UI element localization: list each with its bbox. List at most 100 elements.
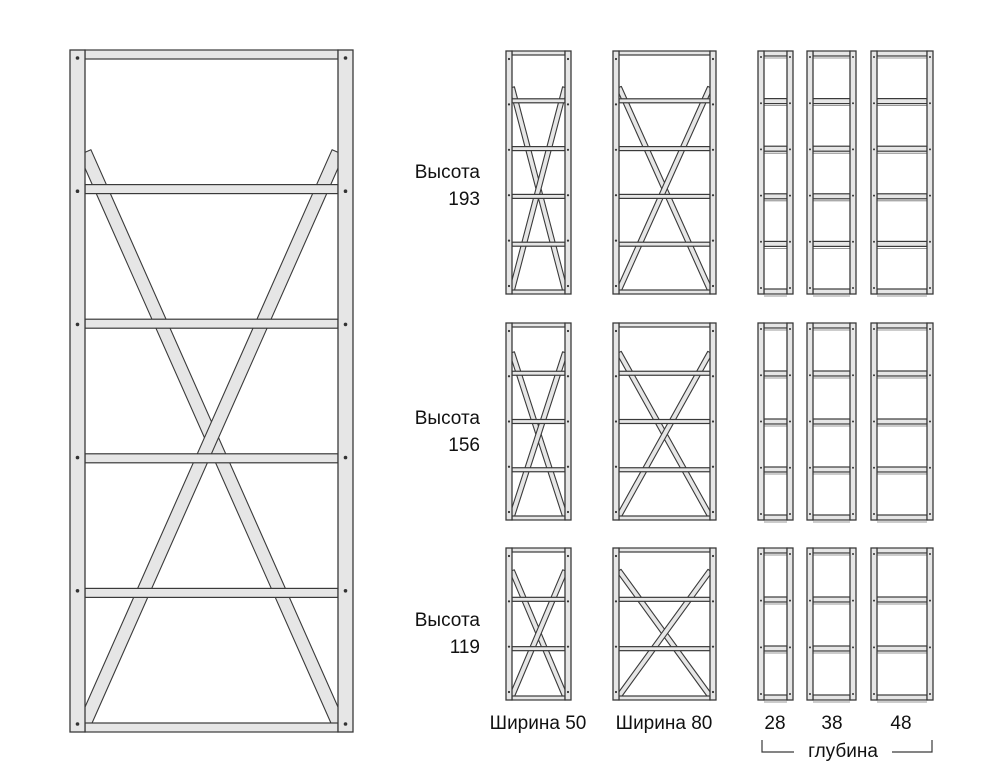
bolt-hole (760, 240, 762, 243)
bolt-hole (566, 57, 570, 61)
bolt-hole (614, 600, 618, 603)
bolt-hole (809, 374, 811, 377)
shelf-edge (763, 694, 788, 701)
shelf-edge (812, 288, 851, 295)
bolt-hole (566, 600, 570, 603)
side-view-unit (806, 322, 857, 523)
shelf (511, 515, 566, 521)
bolt-hole (873, 240, 875, 243)
bolt-hole (614, 103, 618, 106)
bolt-hole (614, 57, 618, 61)
bolt-hole (789, 56, 791, 58)
bolt-hole (852, 287, 854, 289)
upright-post (786, 547, 794, 701)
bolt-hole (760, 466, 762, 469)
shelf-edge (763, 596, 788, 603)
shelf-edge (876, 466, 928, 473)
bolt-hole (809, 148, 811, 151)
bolt-hole (507, 465, 511, 468)
bolt-hole (852, 599, 854, 602)
upright-post (870, 50, 878, 295)
shelf (618, 515, 711, 521)
bolt-hole (760, 287, 762, 289)
bolt-hole (929, 466, 931, 469)
bolt-hole (614, 645, 618, 648)
large-shelving-unit (69, 49, 354, 733)
bolt-hole (566, 239, 570, 242)
bolt-hole (852, 466, 854, 469)
front-view-unit (612, 547, 717, 701)
shelf-edge (876, 370, 928, 377)
bolt-hole (852, 328, 854, 330)
bolt-hole (809, 646, 811, 649)
bolt-hole (929, 646, 931, 649)
bolt-hole (760, 328, 762, 330)
bolt-hole (614, 375, 618, 378)
bolt-hole (566, 284, 570, 288)
bolt-hole (343, 455, 348, 460)
upright-post (849, 50, 857, 295)
shelf (84, 318, 339, 329)
bolt-hole (507, 148, 511, 151)
bolt-hole (789, 466, 791, 469)
side-view-unit (870, 50, 934, 297)
bolt-hole (343, 56, 348, 60)
shelf (511, 418, 566, 425)
shelf (84, 587, 339, 599)
bolt-hole (852, 646, 854, 649)
upright-post (806, 50, 814, 295)
bolt-hole (343, 589, 348, 593)
bolt-hole (873, 148, 875, 151)
bolt-hole (873, 646, 875, 649)
bolt-hole (873, 420, 875, 423)
shelf-edge (876, 645, 928, 652)
bolt-hole (873, 466, 875, 469)
upright-post (709, 50, 717, 295)
bolt-hole (507, 690, 511, 694)
upright-post (849, 547, 857, 701)
bolt-hole (760, 374, 762, 377)
bolt-hole (507, 600, 511, 603)
bolt-hole (852, 102, 854, 105)
side-view-unit (757, 547, 794, 703)
shelf (618, 646, 711, 652)
upright-post (757, 50, 765, 295)
bolt-hole (507, 329, 511, 333)
bolt-hole (343, 722, 348, 726)
front-view-unit (505, 322, 572, 521)
shelf (511, 193, 566, 199)
bolt-hole (873, 374, 875, 377)
bolt-hole (566, 554, 570, 558)
shelf-edge (763, 240, 788, 247)
bolt-hole (343, 189, 348, 193)
bolt-hole (852, 374, 854, 377)
bolt-hole (566, 329, 570, 333)
bolt-hole (929, 148, 931, 151)
width-label-50: Ширина 50 (490, 713, 587, 734)
bolt-hole (929, 513, 931, 515)
bolt-hole (760, 553, 762, 555)
shelf-edge (763, 322, 788, 329)
bolt-hole (614, 329, 618, 333)
bolt-hole (566, 465, 570, 468)
shelf (84, 184, 339, 195)
bolt-hole (929, 240, 931, 243)
bolt-hole (760, 599, 762, 602)
bolt-hole (929, 374, 931, 377)
bolt-hole (929, 102, 931, 105)
upright-post (612, 547, 620, 701)
upright-post (786, 50, 794, 295)
bolt-hole (711, 103, 715, 106)
bolt-hole (873, 513, 875, 515)
shelf-edge (812, 418, 851, 425)
bolt-hole (711, 645, 715, 648)
bolt-hole (614, 510, 618, 514)
bolt-hole (75, 322, 80, 327)
bolt-hole (852, 693, 854, 695)
bolt-hole (852, 56, 854, 58)
shelf-edge (812, 596, 851, 603)
shelf-edge (876, 514, 928, 521)
upright-post (757, 547, 765, 701)
bolt-hole (760, 102, 762, 105)
shelf-edge (876, 694, 928, 701)
